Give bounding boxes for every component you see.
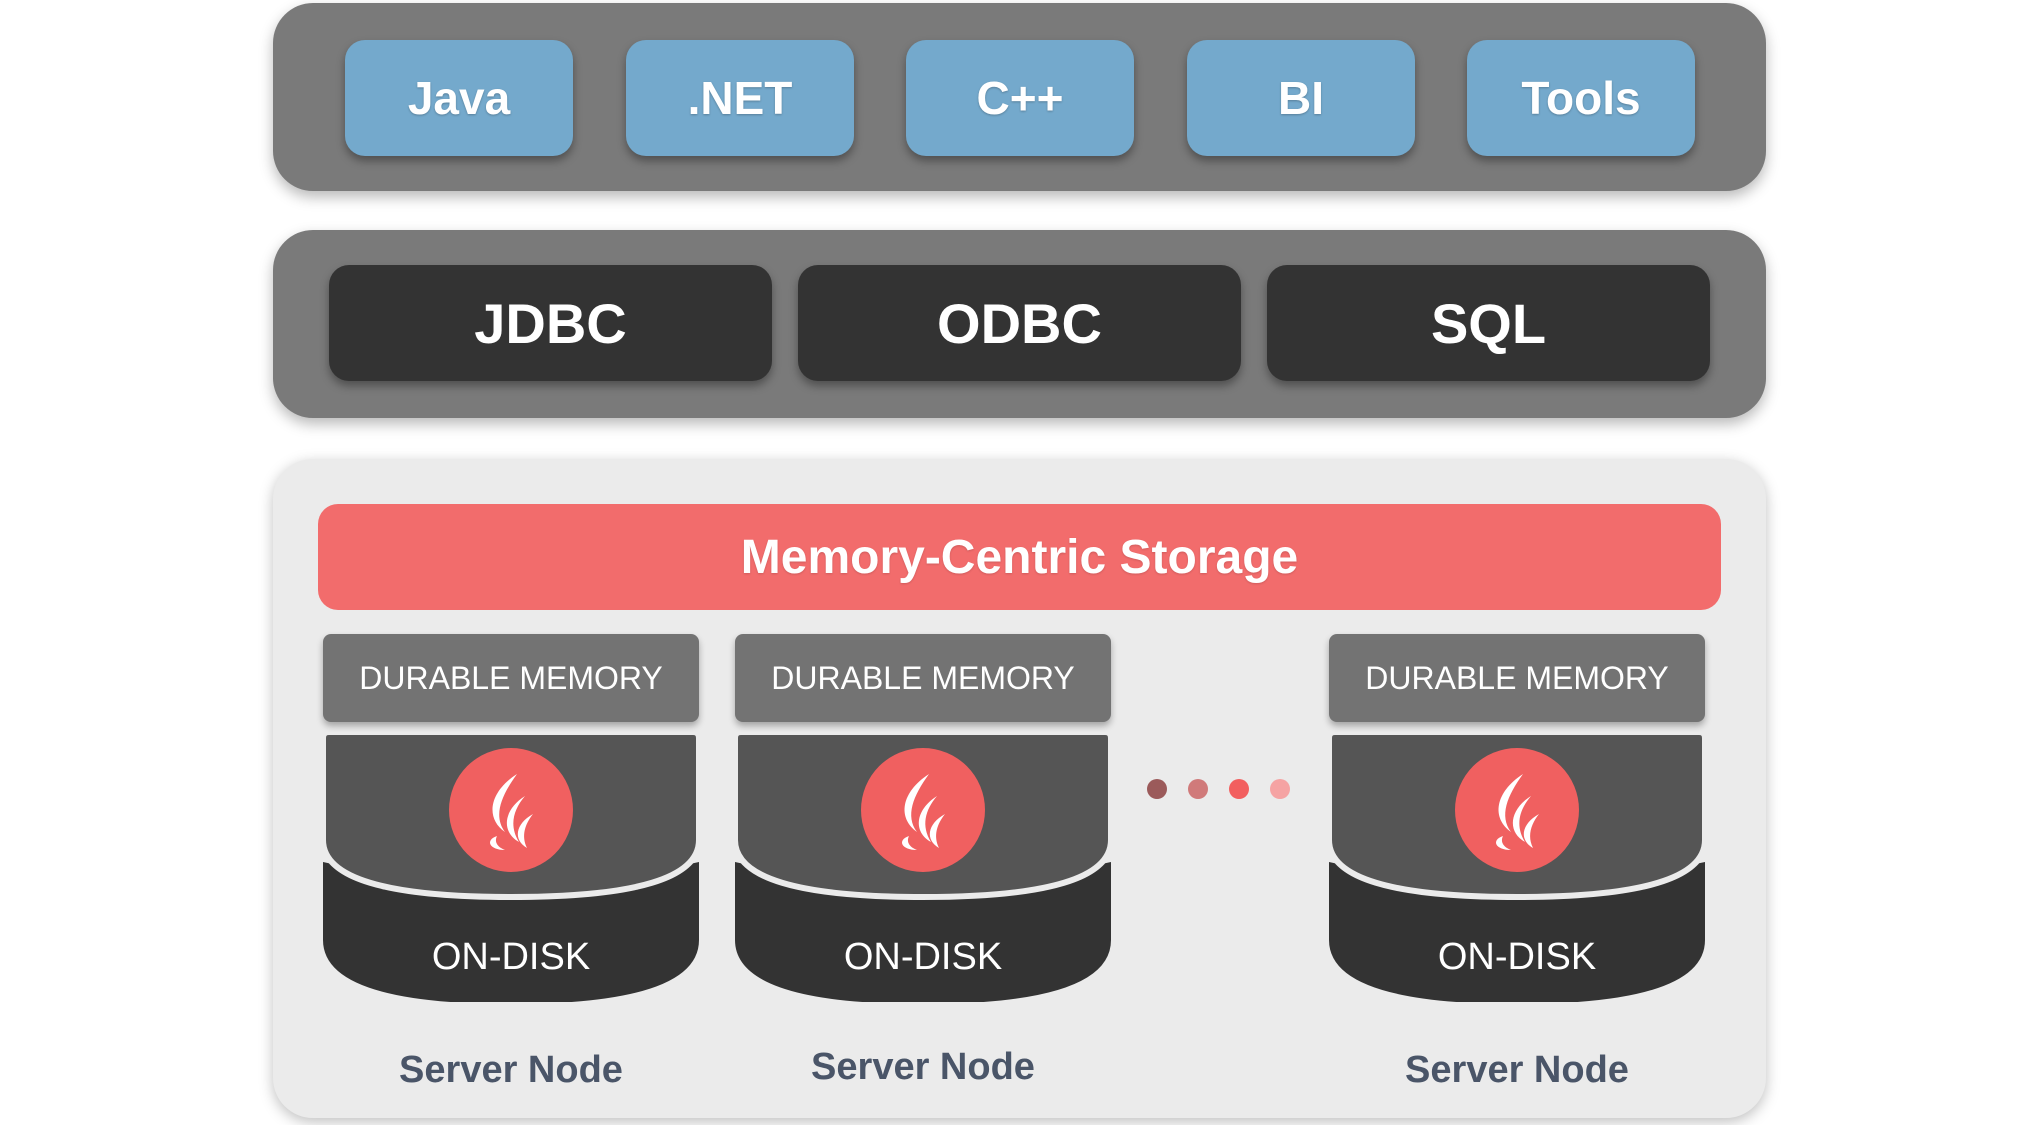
odbc-button[interactable]: ODBC	[798, 265, 1241, 381]
server-node-label: Server Node	[1405, 1049, 1629, 1091]
cpp-button[interactable]: C++	[906, 40, 1134, 156]
clients-panel: Java .NET C++ BI Tools	[273, 3, 1766, 191]
flame-icon	[1496, 774, 1539, 850]
java-button[interactable]: Java	[345, 40, 573, 156]
tools-button[interactable]: Tools	[1467, 40, 1695, 156]
on-disk-layer	[1329, 862, 1705, 1002]
on-disk-layer	[323, 862, 699, 1002]
flame-icon	[902, 774, 945, 850]
on-disk-label: ON-DISK	[431, 936, 591, 978]
server-node-1: DURABLE MEMORY ON-DISK Server Node	[323, 634, 699, 1114]
ellipsis-dot-1	[1147, 779, 1167, 799]
server-node-2: DURABLE MEMORY ON-DISK Server Node	[735, 634, 1111, 1114]
durable-memory-box: DURABLE MEMORY	[1329, 634, 1705, 722]
storage-cylinder	[735, 732, 1111, 1002]
storage-panel: Memory-Centric Storage DURABLE MEMORY ON…	[273, 459, 1766, 1118]
jdbc-button[interactable]: JDBC	[329, 265, 772, 381]
server-node-3: DURABLE MEMORY ON-DISK Server Node	[1329, 634, 1705, 1114]
ellipsis-dot-4	[1270, 779, 1290, 799]
durable-memory-box: DURABLE MEMORY	[735, 634, 1111, 722]
durable-memory-box: DURABLE MEMORY	[323, 634, 699, 722]
on-disk-label: ON-DISK	[1437, 936, 1597, 978]
ellipsis-dot-2	[1188, 779, 1208, 799]
on-disk-label: ON-DISK	[843, 936, 1003, 978]
on-disk-layer	[735, 862, 1111, 1002]
server-node-label: Server Node	[811, 1046, 1035, 1088]
sql-button[interactable]: SQL	[1267, 265, 1710, 381]
memory-centric-storage-banner: Memory-Centric Storage	[318, 504, 1721, 610]
server-node-label: Server Node	[399, 1049, 623, 1091]
storage-cylinder	[323, 732, 699, 1002]
ellipsis-dot-3	[1229, 779, 1249, 799]
apis-panel: JDBC ODBC SQL	[273, 230, 1766, 418]
storage-cylinder	[1329, 732, 1705, 1002]
dotnet-button[interactable]: .NET	[626, 40, 854, 156]
bi-button[interactable]: BI	[1187, 40, 1415, 156]
flame-icon	[490, 774, 533, 850]
